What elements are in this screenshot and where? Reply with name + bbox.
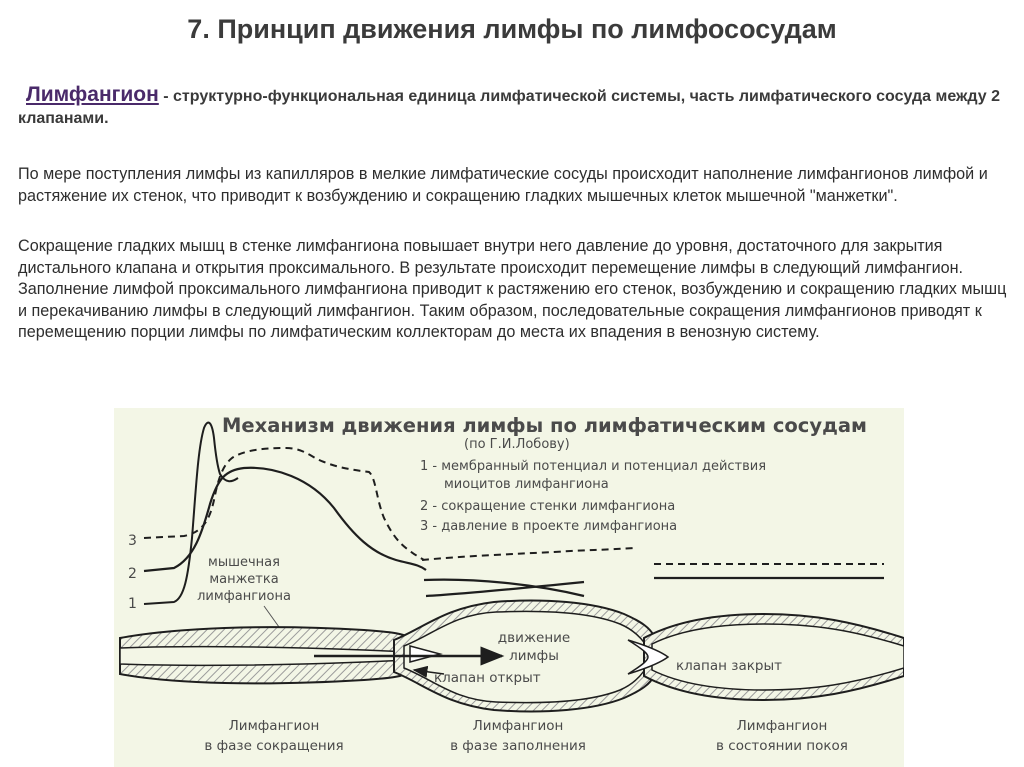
flow-label-line-1: движение — [498, 630, 570, 646]
curve-1-potential — [143, 421, 239, 605]
paragraph-filling: По мере поступления лимфы из капилляров … — [18, 164, 1018, 207]
definition-text: - структурно-функциональная единица лимф… — [18, 88, 1000, 127]
valve-open-label: клапан открыт — [434, 670, 541, 686]
diagram-source: (по Г.И.Лобову) — [464, 437, 570, 452]
stage-3-line-2: в состоянии покоя — [716, 738, 848, 754]
flow-label-line-2: лимфы — [509, 648, 559, 664]
curve-number-3: 3 — [128, 533, 137, 549]
legend-item-1-cont: миоцитов лимфангиона — [444, 477, 609, 492]
definition: Лимфангион - структурно-функциональная е… — [18, 84, 1008, 130]
stage-1-line-1: Лимфангион — [229, 718, 320, 734]
valve-closed-label: клапан закрыт — [676, 658, 782, 674]
slide-title: 7. Принцип движения лимфы по лимфососуда… — [187, 14, 837, 44]
cuff-label-line-2: манжетка — [209, 572, 278, 587]
cuff-label-line-1: мышечная — [208, 555, 280, 570]
diagram-title: Механизм движения лимфы по лимфатическим… — [222, 414, 867, 437]
valve-open — [409, 645, 443, 663]
stage-3-line-1: Лимфангион — [737, 718, 828, 734]
lymphangion-rest-lumen — [651, 623, 904, 691]
stage-2-line-2: в фазе заполнения — [450, 738, 586, 754]
curve-3-pressure — [143, 446, 425, 561]
diagram-canvas: Механизм движения лимфы по лимфатическим… — [119, 414, 904, 754]
paragraph-filling-text: По мере поступления лимфы из капилляров … — [18, 165, 988, 205]
legend-item-1: 1 - мембранный потенциал и потенциал дей… — [420, 459, 766, 474]
stage-1-line-2: в фазе сокращения — [204, 738, 343, 754]
curve-number-1: 1 — [128, 596, 137, 612]
paragraph-contraction-text: Сокращение гладких мышц в стенке лимфанг… — [18, 237, 1007, 341]
lymph-mechanism-diagram: Механизм движения лимфы по лимфатическим… — [114, 408, 904, 767]
valve-closed — [627, 639, 670, 675]
stage-2-line-1: Лимфангион — [473, 718, 564, 734]
curve-2-crossing-a — [423, 578, 585, 598]
curve-number-2: 2 — [128, 566, 137, 582]
curve-3-tail — [421, 547, 635, 561]
legend-item-2: 2 - сокращение стенки лимфангиона — [420, 499, 675, 514]
curve-2-crossing-b — [425, 580, 585, 598]
curve-2-contraction — [143, 466, 427, 573]
definition-term: Лимфангион — [26, 83, 159, 106]
paragraph-contraction: Сокращение гладких мышц в стенке лимфанг… — [18, 236, 1018, 344]
valve-open-pointer — [412, 665, 445, 678]
legend-item-3: 3 - давление в проекте лимфангиона — [420, 519, 677, 534]
cuff-label-line-3: лимфангиона — [197, 589, 291, 604]
